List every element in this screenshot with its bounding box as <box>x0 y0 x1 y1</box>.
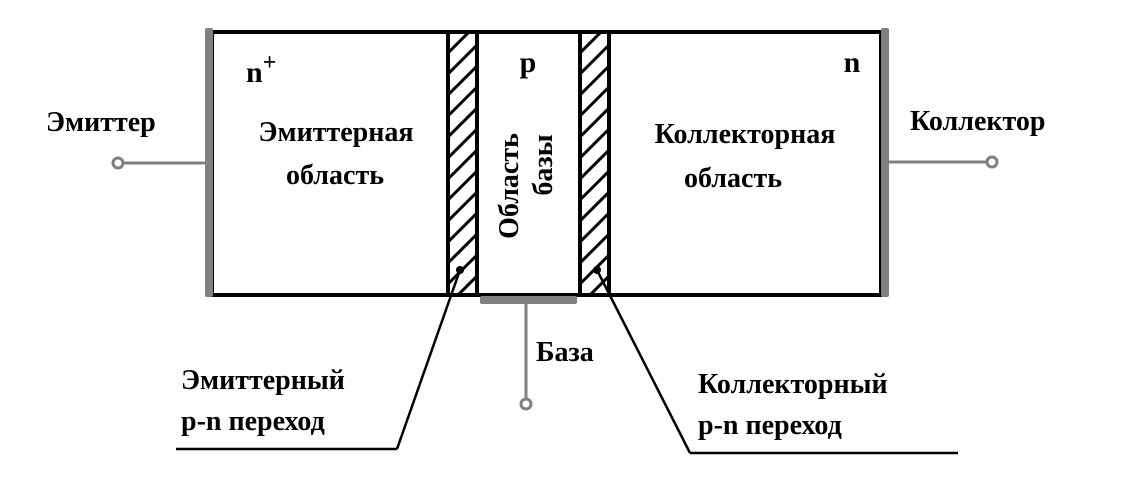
emitter-junction-hatch <box>448 32 477 347</box>
hatch-line <box>580 297 609 326</box>
emitter-terminal-dot <box>111 156 125 170</box>
base-region-label-line1: Область <box>494 133 525 239</box>
emitter-terminal-label: Эмиттер <box>46 107 156 138</box>
hatch-line <box>580 43 609 76</box>
base-electrode <box>480 296 577 304</box>
hatch-line <box>580 64 609 97</box>
emitter-region-label-line1: Эмиттерная <box>259 117 414 148</box>
collector-region-label-line2: область <box>684 163 782 194</box>
hatch-line <box>580 32 604 55</box>
emitter-electrode <box>205 28 213 297</box>
emitter-doping-label: n+ <box>246 50 276 89</box>
hatch-line <box>448 127 477 160</box>
hatch-line <box>587 274 609 295</box>
hatch-line <box>448 169 477 202</box>
hatch-line <box>580 190 609 223</box>
hatch-line <box>455 274 477 295</box>
hatch-line <box>448 190 477 223</box>
base-terminal-dot <box>519 397 533 411</box>
hatch-line <box>580 127 609 160</box>
collector-terminal-dot <box>985 155 999 169</box>
hatch-line <box>580 85 609 118</box>
hatch-line <box>448 232 477 265</box>
base-region-label-line2: базы <box>528 134 559 195</box>
hatch-line <box>580 211 609 244</box>
collector-doping-label: n <box>844 46 861 79</box>
base-doping-label: p <box>520 46 537 79</box>
hatch-line <box>580 32 583 34</box>
hatch-line <box>448 85 477 118</box>
emitter-junction-label-line1: Эмиттерный <box>181 365 345 396</box>
collector-junction-hatch <box>580 32 609 326</box>
collector-terminal-label: Коллектор <box>910 106 1045 137</box>
hatch-line <box>448 318 477 347</box>
hatch-line <box>580 106 609 139</box>
hatch-line <box>580 169 609 202</box>
hatch-line <box>448 43 477 76</box>
hatch-line <box>448 148 477 181</box>
hatch-line <box>448 32 451 34</box>
hatch-line <box>448 211 477 244</box>
hatch-line <box>580 148 609 181</box>
base-terminal-label: База <box>536 337 594 368</box>
collector-junction-label-line2: p-n переход <box>698 410 842 441</box>
emitter-junction-label-line2: p-n переход <box>181 406 325 437</box>
emitter-region-label-line2: область <box>286 160 384 191</box>
collector-region-label-line1: Коллекторная <box>655 119 836 150</box>
hatch-line <box>580 232 609 265</box>
collector-junction-leader <box>595 269 692 454</box>
collector-electrode <box>881 28 889 297</box>
hatch-line <box>448 106 477 139</box>
emitter-junction-leader <box>395 269 462 450</box>
hatch-line <box>448 297 477 326</box>
hatch-line <box>448 64 477 97</box>
hatch-line <box>448 32 472 55</box>
collector-junction-label-line1: Коллекторный <box>698 369 888 400</box>
